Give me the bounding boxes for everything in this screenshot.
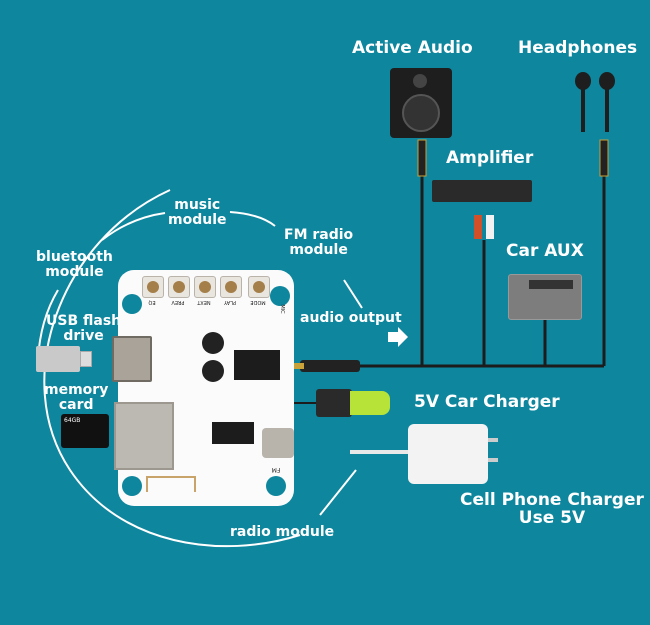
audio-output-arrow [388, 327, 408, 347]
fm-radio-module-label: FM radio module [284, 227, 354, 258]
sd-card-slot [114, 402, 174, 470]
bluetooth-module-label: bluetooth module [36, 249, 113, 280]
usb-c-port [262, 428, 294, 458]
fm-pointer-line [343, 279, 363, 309]
mount-hole [270, 286, 290, 306]
audio-jack-port [234, 350, 280, 380]
active-audio-label: Active Audio [352, 38, 473, 58]
mp3-bluetooth-board: EQ PREV NEXT PLAY MODE MIC FM [112, 270, 294, 506]
rca-red-plug [474, 215, 482, 239]
radio-pointer-line [319, 469, 357, 516]
button-label-eq: EQ [148, 299, 156, 305]
car-charger-device [316, 389, 396, 417]
capacitor [202, 332, 224, 354]
car-charger-label: 5V Car Charger [414, 392, 560, 412]
module-arc [43, 189, 301, 548]
usb-flash-drive [36, 346, 92, 372]
headphones-label: Headphones [518, 38, 638, 58]
mount-hole [266, 476, 286, 496]
board-button-mode[interactable] [248, 276, 270, 298]
mount-hole [122, 294, 142, 314]
car-aux-label: Car AUX [506, 241, 584, 261]
button-label-play: PLAY [224, 299, 237, 305]
audio-output-label: audio output [300, 310, 402, 326]
output-jack-tip [290, 363, 304, 369]
headphones-icon [573, 72, 623, 134]
car-radio-device [508, 274, 582, 320]
mount-hole [122, 476, 142, 496]
capacitor [202, 360, 224, 382]
ic-chip [212, 422, 254, 444]
cell-phone-charger-label: Cell Phone Charger Use 5V [460, 490, 644, 528]
button-label-next: NEXT [197, 299, 211, 305]
usb-a-port [112, 336, 152, 382]
active-speaker [390, 68, 452, 138]
speaker-tweeter [413, 74, 427, 88]
bluetooth-antenna [146, 476, 196, 492]
board-button-eq[interactable] [142, 276, 164, 298]
fm-label: FM [271, 466, 281, 473]
micro-sd-card: 64GB [61, 414, 109, 448]
amplifier-device [432, 180, 532, 202]
rca-white-plug [486, 215, 494, 239]
headphone-jack [599, 139, 609, 177]
board-button-next[interactable] [194, 276, 216, 298]
board-button-play[interactable] [220, 276, 242, 298]
output-jack-plug [300, 360, 360, 372]
mic-label: MIC [279, 304, 285, 314]
speaker-jack [417, 139, 427, 177]
radio-module-label: radio module [230, 524, 335, 540]
amplifier-label: Amplifier [446, 148, 534, 168]
wall-charger-device [408, 424, 498, 484]
music-arc-right [229, 211, 276, 227]
speaker-woofer [402, 94, 440, 132]
usb-flash-drive-label: USB flash drive [46, 313, 122, 344]
button-label-mode: MODE [250, 299, 266, 305]
board-button-prev[interactable] [168, 276, 190, 298]
music-module-label: music module [168, 197, 227, 228]
music-arc-left [101, 212, 166, 241]
button-label-prev: PREV [171, 299, 185, 305]
memory-card-label: memory card [44, 382, 109, 413]
